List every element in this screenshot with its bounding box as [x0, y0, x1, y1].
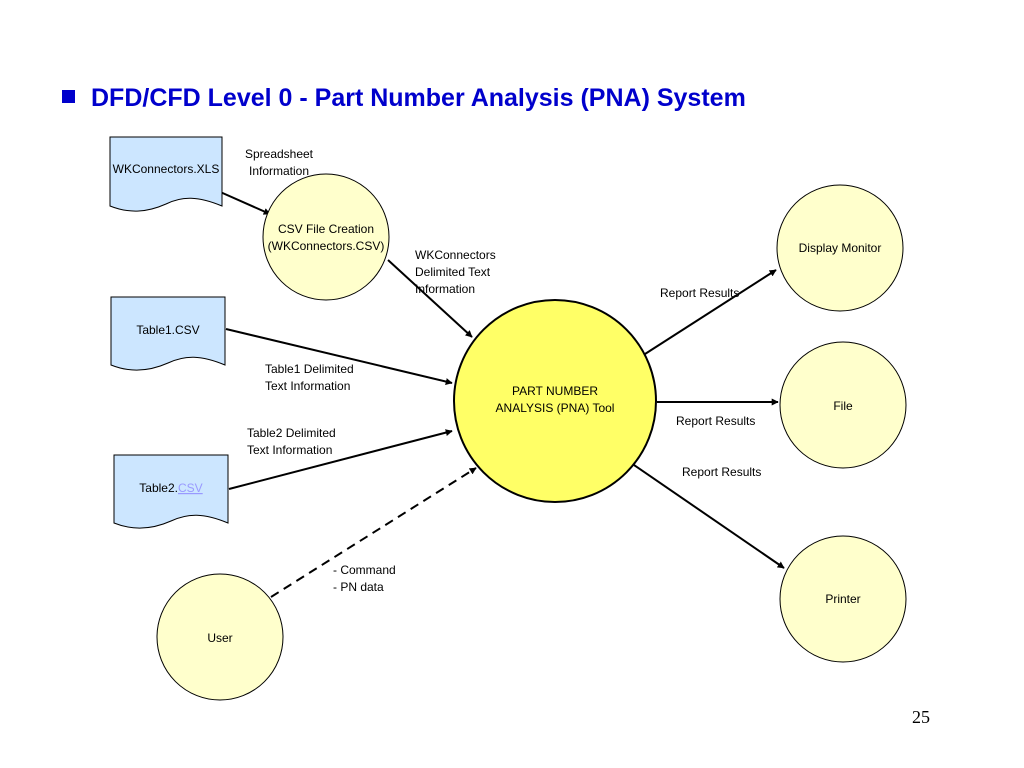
document-table2-csv: Table2.CSV [113, 454, 229, 529]
document-shape [113, 454, 229, 529]
sink-circle [779, 341, 907, 469]
flow-arrow-user-to-pna-dashed [270, 467, 477, 598]
title-bullet-square-icon [62, 90, 75, 103]
flow-label-table2-line1: Table2 Delimited [247, 426, 336, 440]
process-csv-file-creation: CSV File Creation (WKConnectors.CSV) [262, 173, 390, 301]
sink-label-file: File [833, 399, 853, 413]
flow-arrow-csv-creation-to-pna [387, 259, 473, 338]
entity-label-user: User [207, 631, 232, 645]
sink-printer: Printer [779, 535, 907, 663]
flow-label-wkconnectors-line2: Delimited Text [415, 265, 491, 279]
flow-label-report-results-printer: Report Results [682, 465, 761, 479]
flow-arrow-pna-to-printer [633, 464, 785, 569]
flow-label-wkconnectors-line3: Information [415, 282, 475, 296]
sink-label-printer: Printer [825, 592, 860, 606]
process-label-csv-file-creation-line2: (WKConnectors.CSV) [268, 239, 385, 253]
entity-circle [156, 573, 284, 701]
flow-label-spreadsheet-line1: Spreadsheet [245, 147, 314, 161]
flow-arrow-pna-to-display-monitor [644, 269, 777, 355]
flow-label-table1-line1: Table1 Delimited [265, 362, 354, 376]
process-label-pna-line2: ANALYSIS (PNA) Tool [496, 401, 615, 415]
process-label-pna-line1: PART NUMBER [512, 384, 598, 398]
sink-display-monitor: Display Monitor [776, 184, 904, 312]
sink-label-display-monitor: Display Monitor [799, 241, 882, 255]
document-label-table2-csv-link[interactable]: CSV [178, 481, 203, 495]
process-pna-tool: PART NUMBER ANALYSIS (PNA) Tool [453, 299, 657, 503]
flow-label-report-results-monitor: Report Results [660, 286, 739, 300]
document-label-wkconnectors-xls: WKConnectors.XLS [113, 162, 220, 176]
flow-label-table2-line2: Text Information [247, 443, 332, 457]
document-label-table1-csv: Table1.CSV [136, 323, 199, 337]
flow-label-spreadsheet-line2: Information [249, 164, 309, 178]
sink-circle [776, 184, 904, 312]
flow-label-user-command-line1: - Command [333, 563, 396, 577]
flow-arrow-table1-to-pna [225, 328, 453, 385]
flow-label-user-command-line2: - PN data [333, 580, 384, 594]
sink-circle [779, 535, 907, 663]
flow-label-wkconnectors-line1: WKConnectors [415, 248, 496, 262]
document-shape [109, 136, 223, 212]
slide-title: DFD/CFD Level 0 - Part Number Analysis (… [62, 84, 746, 113]
document-table1-csv: Table1.CSV [110, 296, 226, 371]
flow-label-report-results-file: Report Results [676, 414, 755, 428]
document-shape [110, 296, 226, 371]
flow-arrow-xls-to-csv-creation [217, 190, 271, 215]
document-wkconnectors-xls: WKConnectors.XLS [109, 136, 223, 212]
external-entity-user: User [156, 573, 284, 701]
process-circle-central [453, 299, 657, 503]
flow-label-table1-line2: Text Information [265, 379, 350, 393]
process-label-csv-file-creation-line1: CSV File Creation [278, 222, 374, 236]
process-circle [262, 173, 390, 301]
page-number: 25 [912, 707, 930, 727]
document-label-table2-prefix: Table2. [139, 481, 178, 495]
flow-arrow-table2-to-pna [228, 429, 453, 490]
slide-title-text: DFD/CFD Level 0 - Part Number Analysis (… [91, 84, 746, 112]
sink-file: File [779, 341, 907, 469]
document-label-table2-csv: Table2.CSV [139, 481, 202, 495]
